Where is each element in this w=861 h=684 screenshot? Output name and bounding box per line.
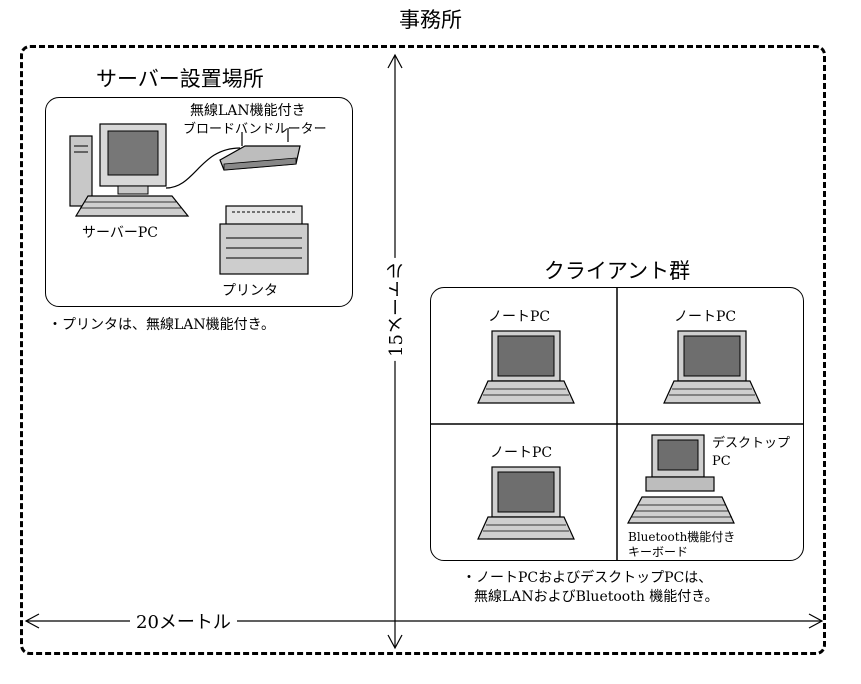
network-cable	[165, 147, 241, 189]
server-monitor-icon	[99, 123, 167, 195]
router-icon	[219, 128, 301, 171]
notebook-pc-label-2: ノートPC	[674, 309, 737, 325]
office-boundary	[20, 45, 826, 655]
bluetooth-keyboard-icon	[626, 496, 735, 524]
printer-note: ・プリンタは、無線LAN機能付き。	[48, 317, 275, 333]
server-area-title: サーバー設置場所	[96, 67, 264, 91]
server-pc-label: サーバーPC	[82, 225, 158, 241]
desktop-pc-label-line2: PC	[712, 454, 731, 469]
router-label-line2: ブロードバンドルーター	[183, 122, 327, 137]
desktop-pc-label-line1: デスクトップ	[712, 436, 791, 451]
server-equipment	[69, 123, 309, 275]
server-keyboard-icon	[74, 195, 190, 217]
router-label-line1: 無線LAN機能付き	[190, 103, 306, 119]
notebook-pc-label-1: ノートPC	[488, 309, 551, 325]
vertical-dimension-label: 15メートル	[385, 258, 409, 398]
client-equipment	[430, 287, 804, 561]
client-area-title: クライアント群	[543, 259, 691, 283]
vertical-dimension-text: 15メートル	[385, 258, 409, 361]
keyboard-label-line1: Bluetooth機能付き	[628, 530, 736, 544]
office-title: 事務所	[399, 8, 462, 32]
notebook-pc-label-3: ノートPC	[490, 445, 553, 461]
notebook-pc-icon	[477, 330, 575, 404]
horizontal-dimension-label: 20メートル	[130, 608, 237, 634]
printer-icon	[219, 205, 309, 275]
notebook-pc-icon	[477, 466, 575, 540]
client-note-line2: 無線LANおよびBluetooth 機能付き。	[474, 589, 719, 605]
notebook-pc-icon	[663, 330, 761, 404]
server-tower-icon	[69, 135, 93, 207]
client-note-line1: ・ノートPCおよびデスクトップPCは、	[462, 570, 713, 586]
keyboard-label-line2: キーボード	[628, 545, 689, 559]
printer-label: プリンタ	[222, 283, 278, 299]
server-area	[45, 97, 353, 307]
desktop-pc-icon	[645, 434, 715, 492]
